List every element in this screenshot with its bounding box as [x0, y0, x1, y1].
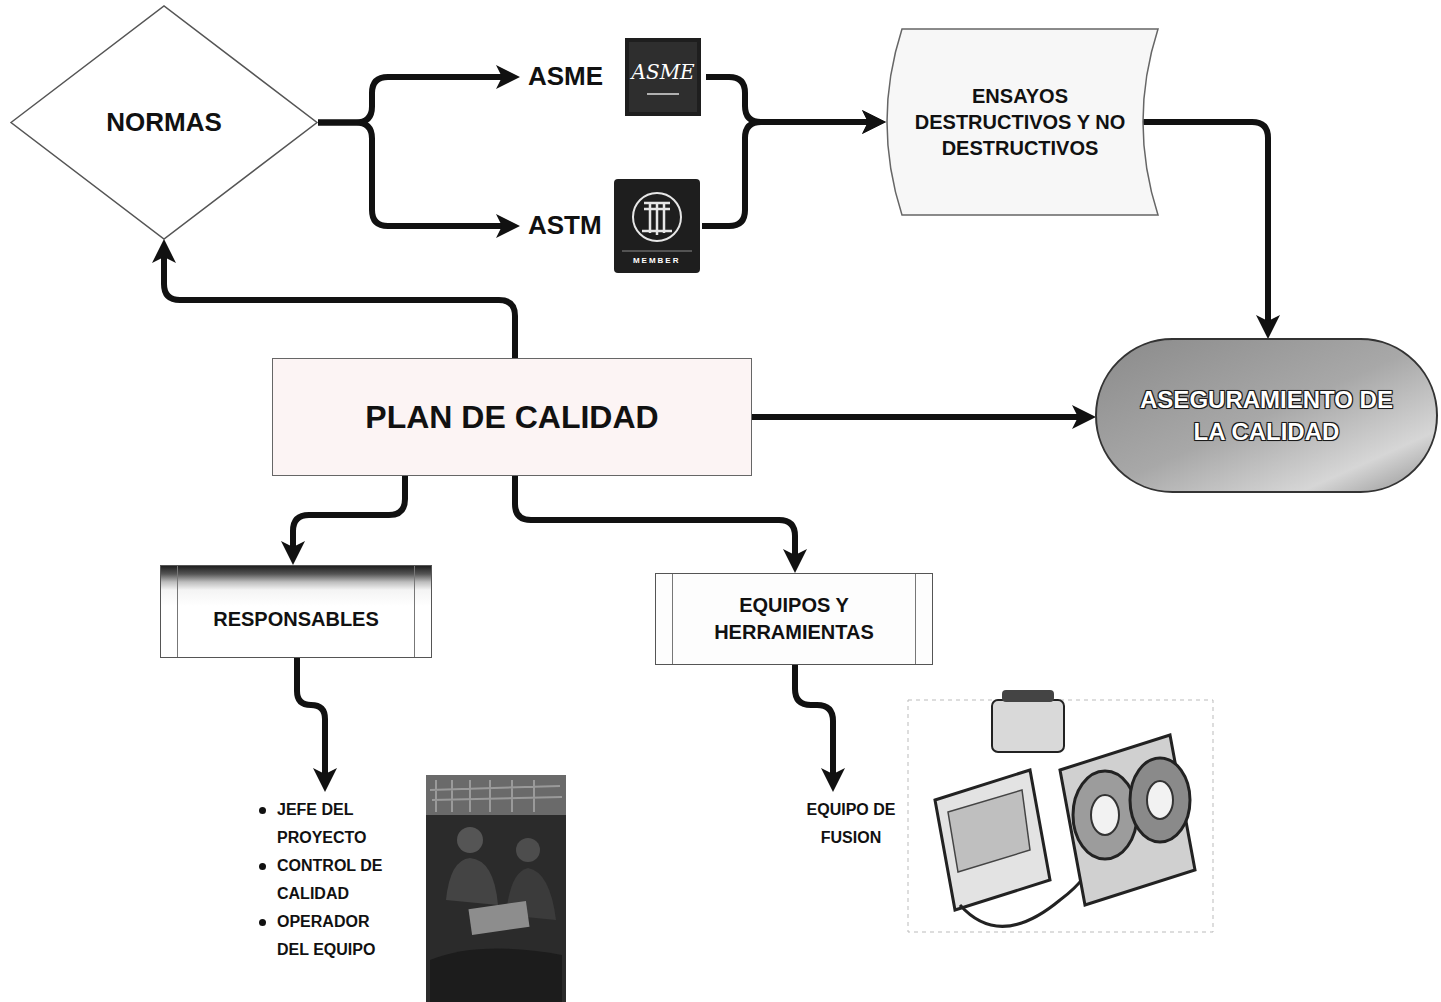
node-text: ASEGURAMIENTO DE LA CALIDAD [1122, 384, 1412, 446]
logo-text: MEMBER [614, 256, 700, 265]
shape-outline [1095, 338, 1438, 493]
flow-arrow [752, 414, 1084, 420]
diamond-outline [11, 6, 317, 239]
process-box: PLAN DE CALIDAD [272, 358, 752, 476]
stored-data-outline [887, 29, 1158, 215]
astm-logo: MEMBER [614, 179, 700, 273]
standard-label: ASME ASME [522, 38, 706, 116]
flow-arrow [293, 476, 405, 553]
photo-ground [426, 775, 566, 1002]
clamp-bore [1147, 781, 1173, 819]
flow-arrow [297, 658, 325, 780]
fusion-machine-photo [908, 690, 1213, 932]
list-item: JEFE DEL PROYECTO [255, 796, 397, 852]
clamp-bore [1091, 795, 1119, 835]
logo-ground [625, 38, 701, 116]
control-unit [935, 770, 1050, 910]
terminal-shape: ASEGURAMIENTO DE LA CALIDAD [1095, 338, 1438, 493]
person-head [516, 838, 540, 862]
node-text: ENSAYOS DESTRUCTIVOS Y NO DESTRUCTIVOS [910, 83, 1130, 161]
person-body [446, 858, 498, 905]
photo-detail [430, 780, 562, 812]
process-box: EQUIPOS Y HERRAMIENTAS [655, 573, 933, 665]
person-head [457, 827, 483, 853]
list-item: OPERADOR DEL EQUIPO [255, 908, 397, 964]
photo-wall [426, 775, 566, 815]
flow-arrow [318, 123, 508, 227]
node-text: PLAN DE CALIDAD [365, 398, 658, 436]
terminal-outline [1096, 339, 1437, 492]
carrier-handle [1002, 690, 1054, 702]
flow-arrow [702, 122, 874, 226]
flow-arrow [1143, 122, 1268, 327]
fusion-frame [1060, 735, 1195, 905]
list-item-text: CONTROL DE CALIDAD [277, 852, 397, 908]
photo-table [430, 949, 562, 1002]
node-text: RESPONSABLES [213, 607, 379, 631]
asme-logo: ASME [625, 38, 701, 116]
photo-frame [908, 700, 1213, 932]
flow-arrow [318, 77, 508, 123]
flow-arrow [164, 251, 515, 358]
paper [468, 901, 529, 935]
cable [960, 845, 1092, 926]
node-text: EQUIPO DE FUSION [796, 796, 906, 852]
list-item-text: JEFE DEL PROYECTO [277, 796, 397, 852]
inner-rule [915, 574, 916, 664]
logo-text: ASME [625, 60, 701, 84]
stored-data-shape: ENSAYOS DESTRUCTIVOS Y NO DESTRUCTIVOS [880, 28, 1160, 216]
inner-rule [177, 566, 178, 657]
bullet-dot [259, 807, 266, 814]
tool-carrier [992, 700, 1064, 752]
list-item-text: OPERADOR DEL EQUIPO [277, 908, 397, 964]
logo-emblem [642, 203, 672, 235]
list-item: CONTROL DE CALIDAD [255, 852, 397, 908]
caption-text: EQUIPO DE FUSION [796, 796, 906, 852]
inner-rule [414, 566, 415, 657]
logo-underline [647, 93, 679, 95]
clamp [1073, 771, 1137, 859]
team-photo [426, 775, 566, 1002]
logo-emblem [633, 193, 681, 241]
logo-ground [614, 179, 700, 273]
node-text: ASTM [528, 210, 602, 241]
control-panel [948, 790, 1030, 872]
bullet-list: JEFE DEL PROYECTOCONTROL DE CALIDADOPERA… [255, 796, 420, 964]
standard-label: ASTM MEMBER [522, 178, 702, 274]
bullet-dot [259, 919, 266, 926]
logo-rule [622, 251, 692, 252]
inner-rule [672, 574, 673, 664]
flow-arrow [795, 665, 833, 780]
node-text: ASME [528, 61, 603, 92]
flow-arrow [515, 476, 795, 561]
flow-arrow [706, 77, 874, 122]
bullet-dot [259, 863, 266, 870]
node-text: EQUIPOS Y HERRAMIENTAS [694, 592, 894, 646]
node-text: NORMAS [106, 107, 222, 138]
process-box: RESPONSABLES [160, 565, 432, 658]
clamp [1130, 758, 1190, 842]
decision-diamond: NORMAS [10, 5, 318, 240]
